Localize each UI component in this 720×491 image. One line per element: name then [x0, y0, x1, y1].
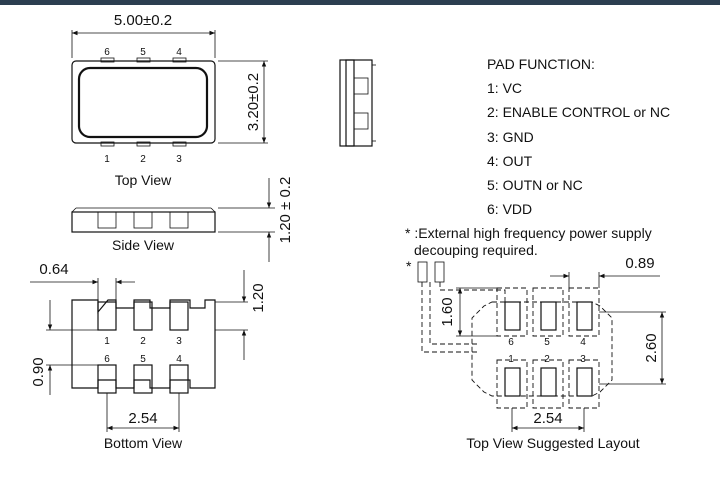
- pin-label: 1: [104, 154, 110, 165]
- side-view-label: Side View: [112, 237, 175, 253]
- pin-label: 2: [140, 154, 146, 165]
- dim-pitch-bottom: 2.54: [128, 410, 157, 427]
- pad-function-title: PAD FUNCTION:: [487, 56, 595, 72]
- suggested-layout: * 6 5 4 1 2 3 0.89: [406, 255, 666, 451]
- decoupling-note: * :External high frequency power supply …: [405, 225, 715, 259]
- note-marker: *: [406, 258, 412, 274]
- pin-label: 6: [508, 337, 514, 348]
- bottom-view-label: Bottom View: [104, 435, 183, 451]
- note-line: * :External high frequency power supply: [405, 225, 652, 241]
- pin-label: 3: [176, 336, 182, 347]
- pin-label: 4: [176, 354, 182, 365]
- pin-label: 2: [140, 336, 146, 347]
- dim-pitch-layout: 2.54: [533, 410, 562, 427]
- pin-label: 1: [508, 354, 514, 365]
- bottom-view: 1 2 3 6 5 4 0.64 1.20 0.90 2.54 Bottom V…: [30, 261, 267, 451]
- layout-label: Top View Suggested Layout: [466, 435, 639, 451]
- pin-label: 4: [176, 47, 182, 58]
- dim-layout-pad-width: 0.89: [625, 255, 654, 272]
- dim-pad-gap: 0.90: [30, 357, 47, 386]
- top-border: [0, 0, 720, 5]
- top-view: 5.00±0.2 6 5 4 1 2 3 Top View 3.20±0.2: [71, 12, 268, 188]
- pin-label: 5: [140, 354, 146, 365]
- dim-layout-pad-height: 1.60: [439, 297, 456, 326]
- dim-width: 3.20±0.2: [245, 73, 262, 131]
- pad-function-item: 3: GND: [487, 128, 534, 145]
- side-view: Side View 1.20 ± 0.2: [71, 177, 294, 262]
- pin-label: 5: [544, 337, 550, 348]
- top-view-label: Top View: [115, 172, 172, 188]
- pad-function-item: 5: OUTN or NC: [487, 177, 583, 194]
- pin-label: 6: [104, 354, 110, 365]
- pin-label: 3: [580, 354, 586, 365]
- note-line: decouping required.: [414, 242, 538, 258]
- pin-label: 1: [104, 336, 110, 347]
- pin-label: 2: [544, 354, 550, 365]
- dim-length: 5.00±0.2: [114, 12, 172, 29]
- pin-label: 3: [176, 154, 182, 165]
- dim-height: 1.20 ± 0.2: [277, 177, 294, 244]
- pin-label: 4: [580, 337, 586, 348]
- dim-pad-height: 1.20: [250, 283, 267, 312]
- pad-function-item: 4: OUT: [487, 152, 533, 169]
- pad-function-item: 2: ENABLE CONTROL or NC: [487, 104, 671, 121]
- pad-function-list: PAD FUNCTION: 1: VC 2: ENABLE CONTROL or…: [487, 52, 717, 221]
- end-view: [339, 59, 376, 147]
- dim-pad-width: 0.64: [39, 261, 68, 278]
- pad-function-item: 1: VC: [487, 80, 523, 97]
- pin-label: 6: [104, 47, 110, 58]
- pad-function-item: 6: VDD: [487, 201, 533, 218]
- dim-layout-span: 2.60: [643, 333, 660, 362]
- pin-label: 5: [140, 47, 146, 58]
